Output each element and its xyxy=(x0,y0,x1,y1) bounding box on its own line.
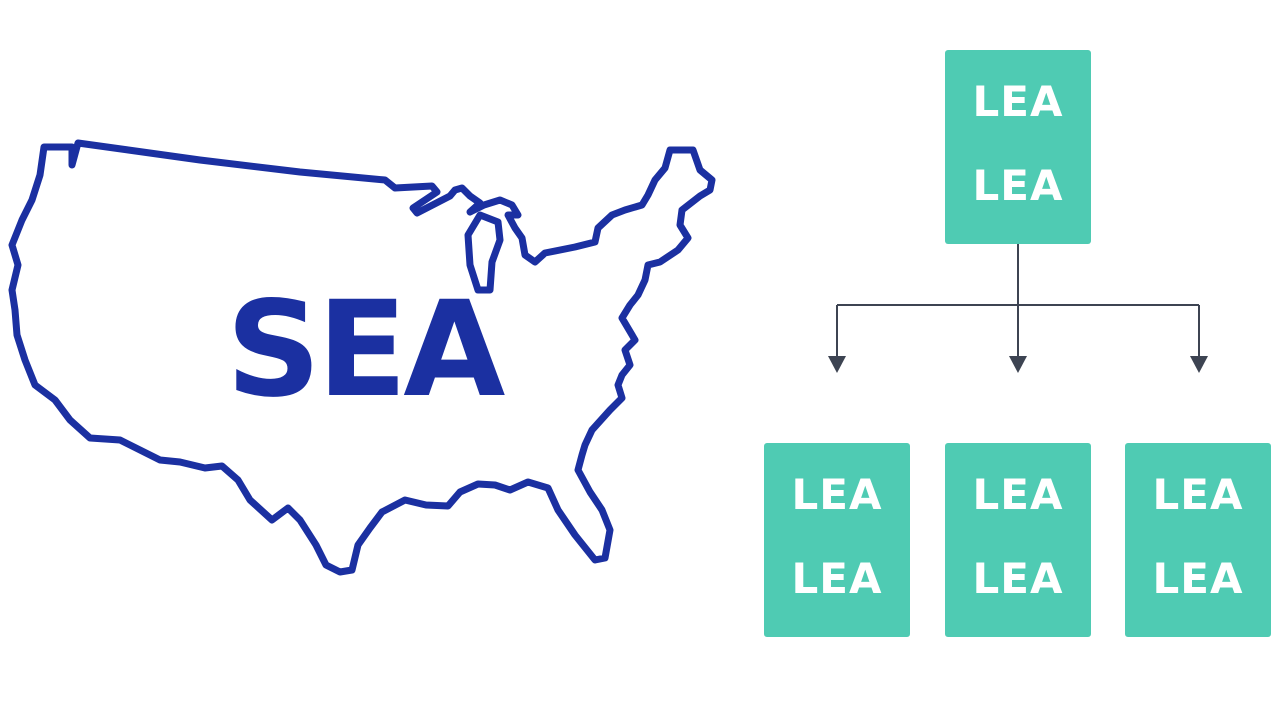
us-map-outline xyxy=(8,139,716,576)
lea-box-child-right: LEA LEA xyxy=(1125,443,1271,637)
lea-box-top: LEA LEA xyxy=(945,50,1091,244)
us-map-area: SEA xyxy=(8,139,716,576)
lea-box-child-left-line2: LEA xyxy=(791,554,883,603)
arrowhead-right xyxy=(1190,356,1208,373)
lea-box-child-middle-line2: LEA xyxy=(972,554,1064,603)
lea-box-child-right-line2: LEA xyxy=(1152,554,1244,603)
lea-box-top-line2: LEA xyxy=(972,161,1064,210)
lake-michigan-outline xyxy=(464,211,504,294)
sea-label: SEA xyxy=(226,273,505,427)
lea-box-child-left: LEA LEA xyxy=(764,443,910,637)
lea-box-top-line1: LEA xyxy=(972,77,1064,126)
lea-box-child-middle-line1: LEA xyxy=(972,470,1064,519)
lea-box-child-middle: LEA LEA xyxy=(945,443,1091,637)
lea-box-child-right-line1: LEA xyxy=(1152,470,1244,519)
lea-box-child-left-line1: LEA xyxy=(791,470,883,519)
arrowhead-left xyxy=(828,356,846,373)
us-map-outline-path xyxy=(8,139,716,576)
hierarchy-connectors xyxy=(828,244,1208,373)
arrowhead-middle xyxy=(1009,356,1027,373)
